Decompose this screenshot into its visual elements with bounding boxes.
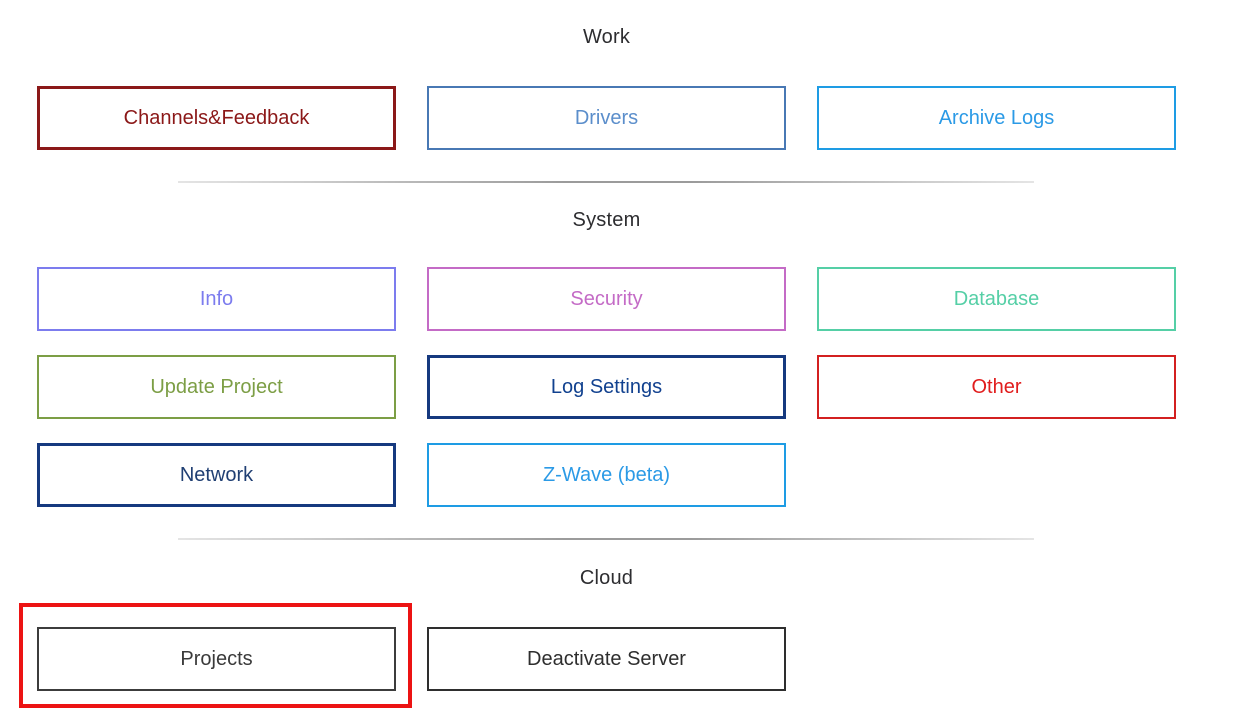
security-button[interactable]: Security (427, 267, 786, 331)
log-settings-button[interactable]: Log Settings (427, 355, 786, 419)
section-divider (178, 538, 1034, 540)
cloud-button-row: Projects Deactivate Server (37, 627, 1176, 691)
projects-button[interactable]: Projects (37, 627, 396, 691)
section-heading-work: Work (582, 26, 631, 48)
channels-feedback-button[interactable]: Channels&Feedback (37, 86, 396, 150)
work-button-row: Channels&Feedback Drivers Archive Logs (37, 86, 1176, 150)
deactivate-server-button[interactable]: Deactivate Server (427, 627, 786, 691)
zwave-beta-button[interactable]: Z-Wave (beta) (427, 443, 786, 507)
archive-logs-button[interactable]: Archive Logs (817, 86, 1176, 150)
section-heading-system: System (572, 209, 641, 231)
network-button[interactable]: Network (37, 443, 396, 507)
info-button[interactable]: Info (37, 267, 396, 331)
section-divider (178, 181, 1034, 183)
section-heading-cloud: Cloud (579, 567, 634, 589)
update-project-button[interactable]: Update Project (37, 355, 396, 419)
system-button-row-3: Network Z-Wave (beta) (37, 443, 1176, 507)
database-button[interactable]: Database (817, 267, 1176, 331)
other-button[interactable]: Other (817, 355, 1176, 419)
drivers-button[interactable]: Drivers (427, 86, 786, 150)
system-button-row-2: Update Project Log Settings Other (37, 355, 1176, 419)
system-button-row-1: Info Security Database (37, 267, 1176, 331)
